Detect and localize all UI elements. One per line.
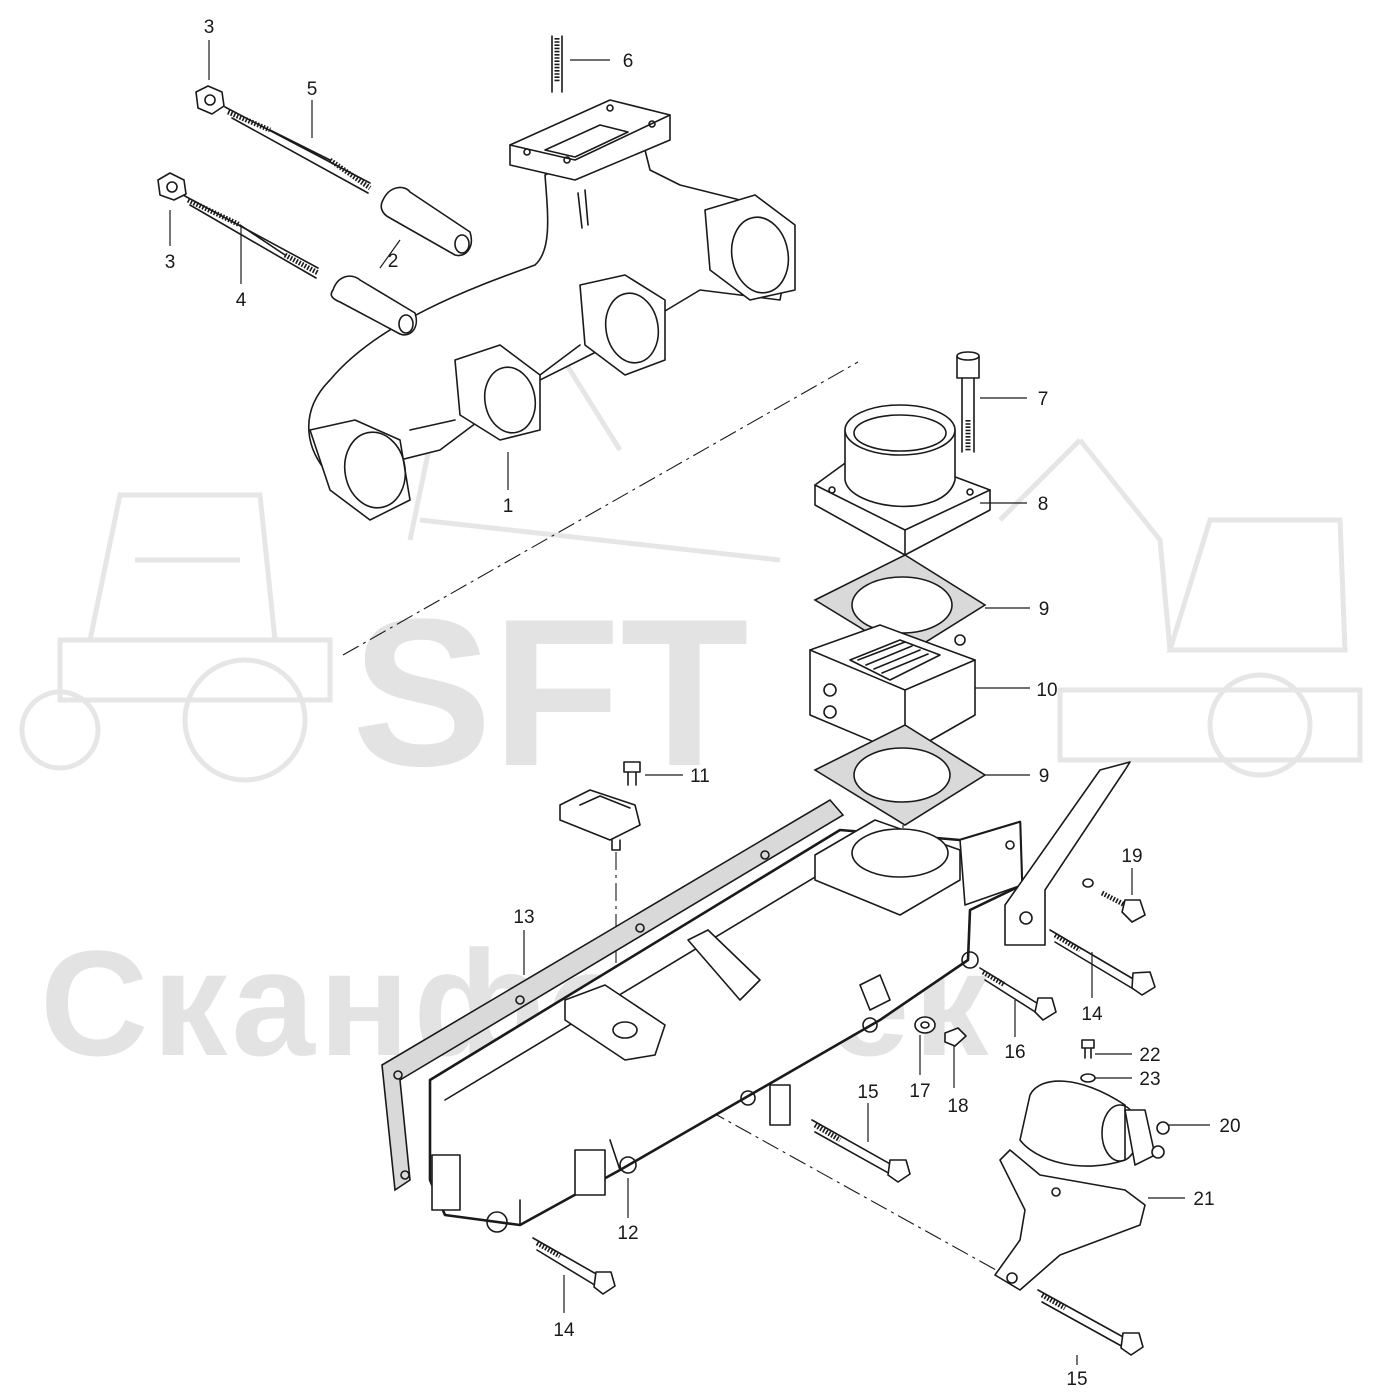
callout-6: 6	[623, 51, 634, 72]
callout-5: 5	[307, 79, 318, 100]
nut-3-upper	[195, 85, 225, 115]
plug-18	[944, 1027, 967, 1047]
spacer-2-upper	[380, 186, 473, 257]
callout-12: 12	[617, 1223, 638, 1244]
callout-8: 8	[1038, 494, 1049, 515]
callout-3-upper: 3	[204, 17, 215, 38]
bolt-19	[1082, 878, 1146, 923]
callout-22: 22	[1139, 1045, 1160, 1066]
stud-4	[182, 194, 320, 279]
callout-4: 4	[236, 290, 247, 311]
callout-13: 13	[513, 907, 534, 928]
bolt-22	[1081, 1039, 1095, 1059]
stud-6	[551, 35, 563, 93]
bolt-15-lower	[1037, 1289, 1144, 1356]
leader-lines	[169, 40, 1210, 1365]
heater-10	[809, 624, 976, 756]
callout-3-lower: 3	[165, 252, 176, 273]
callout-15-lower: 15	[1066, 1369, 1087, 1390]
watermark-brand: SFT	[352, 575, 749, 810]
bolt-11	[623, 761, 641, 786]
washer-17	[914, 1016, 936, 1034]
callout-10: 10	[1036, 680, 1057, 701]
callouts: 3 5 6 3 4 2 1 7 8 9 10 9 11 13 19 14 16 …	[165, 17, 1241, 1390]
manifold-port-2	[454, 344, 541, 441]
washer-23	[1080, 1073, 1096, 1083]
callout-15-upper: 15	[857, 1082, 878, 1103]
watermark-excavator-right	[998, 438, 1363, 778]
bolt-16	[979, 967, 1057, 1021]
callout-7: 7	[1038, 389, 1049, 410]
watermark-tractor-left	[19, 492, 333, 783]
sensor-11	[559, 789, 641, 851]
manifold-port-4	[704, 194, 796, 301]
exhaust-manifold	[308, 99, 796, 521]
callout-9-upper: 9	[1039, 599, 1050, 620]
stud-5	[224, 106, 372, 194]
bolt-14-lower	[532, 1237, 616, 1295]
manifold-port-3	[579, 274, 666, 376]
intake-manifold	[381, 798, 1024, 1233]
callout-11: 11	[690, 766, 710, 787]
callout-9-lower: 9	[1039, 766, 1050, 787]
bolt-14-upper	[1049, 929, 1156, 996]
callout-20: 20	[1219, 1116, 1240, 1137]
callout-16: 16	[1004, 1042, 1025, 1063]
solenoid-20	[1019, 1080, 1170, 1167]
callout-23: 23	[1139, 1069, 1160, 1090]
spacer-2-lower	[330, 275, 418, 336]
bolt-7	[956, 351, 980, 453]
bracket-21	[994, 1149, 1146, 1291]
callout-19: 19	[1121, 846, 1142, 867]
gasket-9-lower	[813, 724, 987, 826]
bracket-19	[1004, 761, 1131, 946]
callout-21: 21	[1193, 1189, 1214, 1210]
callout-14-lower: 14	[553, 1320, 575, 1341]
callout-17: 17	[909, 1081, 930, 1102]
nut-3-lower	[157, 172, 187, 201]
manifold-port-1	[309, 419, 411, 521]
bolt-15-upper	[769, 1084, 911, 1183]
callout-18: 18	[947, 1096, 968, 1117]
gasket-9-upper	[813, 554, 987, 656]
callout-2: 2	[388, 251, 399, 272]
callout-1: 1	[503, 496, 514, 517]
callout-14-upper: 14	[1081, 1004, 1103, 1025]
flange-8	[814, 404, 991, 556]
